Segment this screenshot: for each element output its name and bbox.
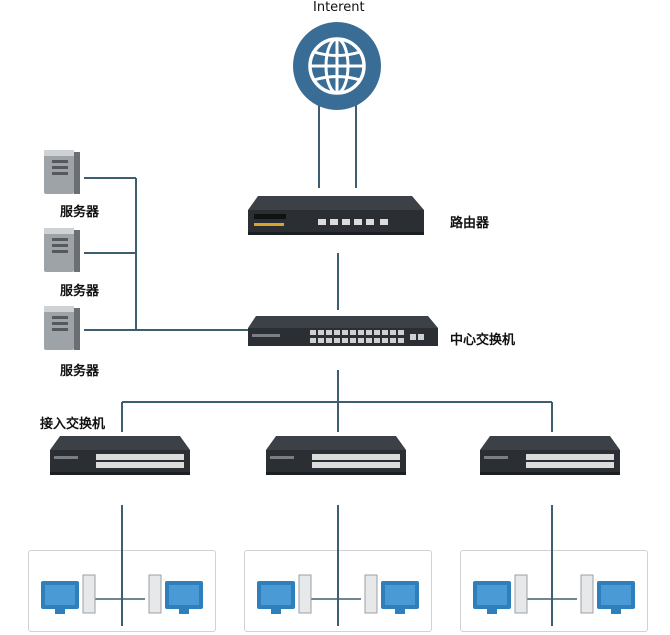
monitor-icon	[165, 581, 203, 614]
server-label-2: 服务器	[60, 284, 100, 299]
access-switch-icon-1	[50, 436, 190, 475]
pc-group-3	[460, 550, 648, 632]
core-switch-label: 中心交换机	[450, 333, 516, 348]
pc-group-2	[244, 550, 432, 632]
server-label-3: 服务器	[60, 364, 100, 379]
access-switch-label: 接入交换机	[40, 417, 106, 432]
server-icon-2	[44, 228, 80, 272]
internet-label: Interent	[313, 0, 365, 15]
router-icon	[248, 196, 424, 235]
server-icon-3	[44, 306, 80, 350]
tower-icon	[82, 574, 96, 614]
globe-icon	[293, 22, 381, 110]
router-label: 路由器	[450, 216, 490, 231]
core-switch-icon	[248, 316, 438, 346]
pc-pair-icons	[257, 574, 419, 614]
pc-pair-icons	[41, 574, 203, 614]
pc-pair-icons	[473, 574, 635, 614]
monitor-icon	[41, 581, 79, 614]
monitor-icon	[381, 581, 419, 614]
tower-icon	[298, 574, 312, 614]
tower-icon	[580, 574, 594, 614]
access-switch-icon-2	[266, 436, 406, 475]
pc-group-1	[28, 550, 216, 632]
monitor-icon	[597, 581, 635, 614]
tower-icon	[148, 574, 162, 614]
access-switch-icon-3	[480, 436, 620, 475]
tower-icon	[514, 574, 528, 614]
server-icon-1	[44, 150, 80, 194]
server-label-1: 服务器	[60, 205, 100, 220]
monitor-icon	[257, 581, 295, 614]
tower-icon	[364, 574, 378, 614]
monitor-icon	[473, 581, 511, 614]
